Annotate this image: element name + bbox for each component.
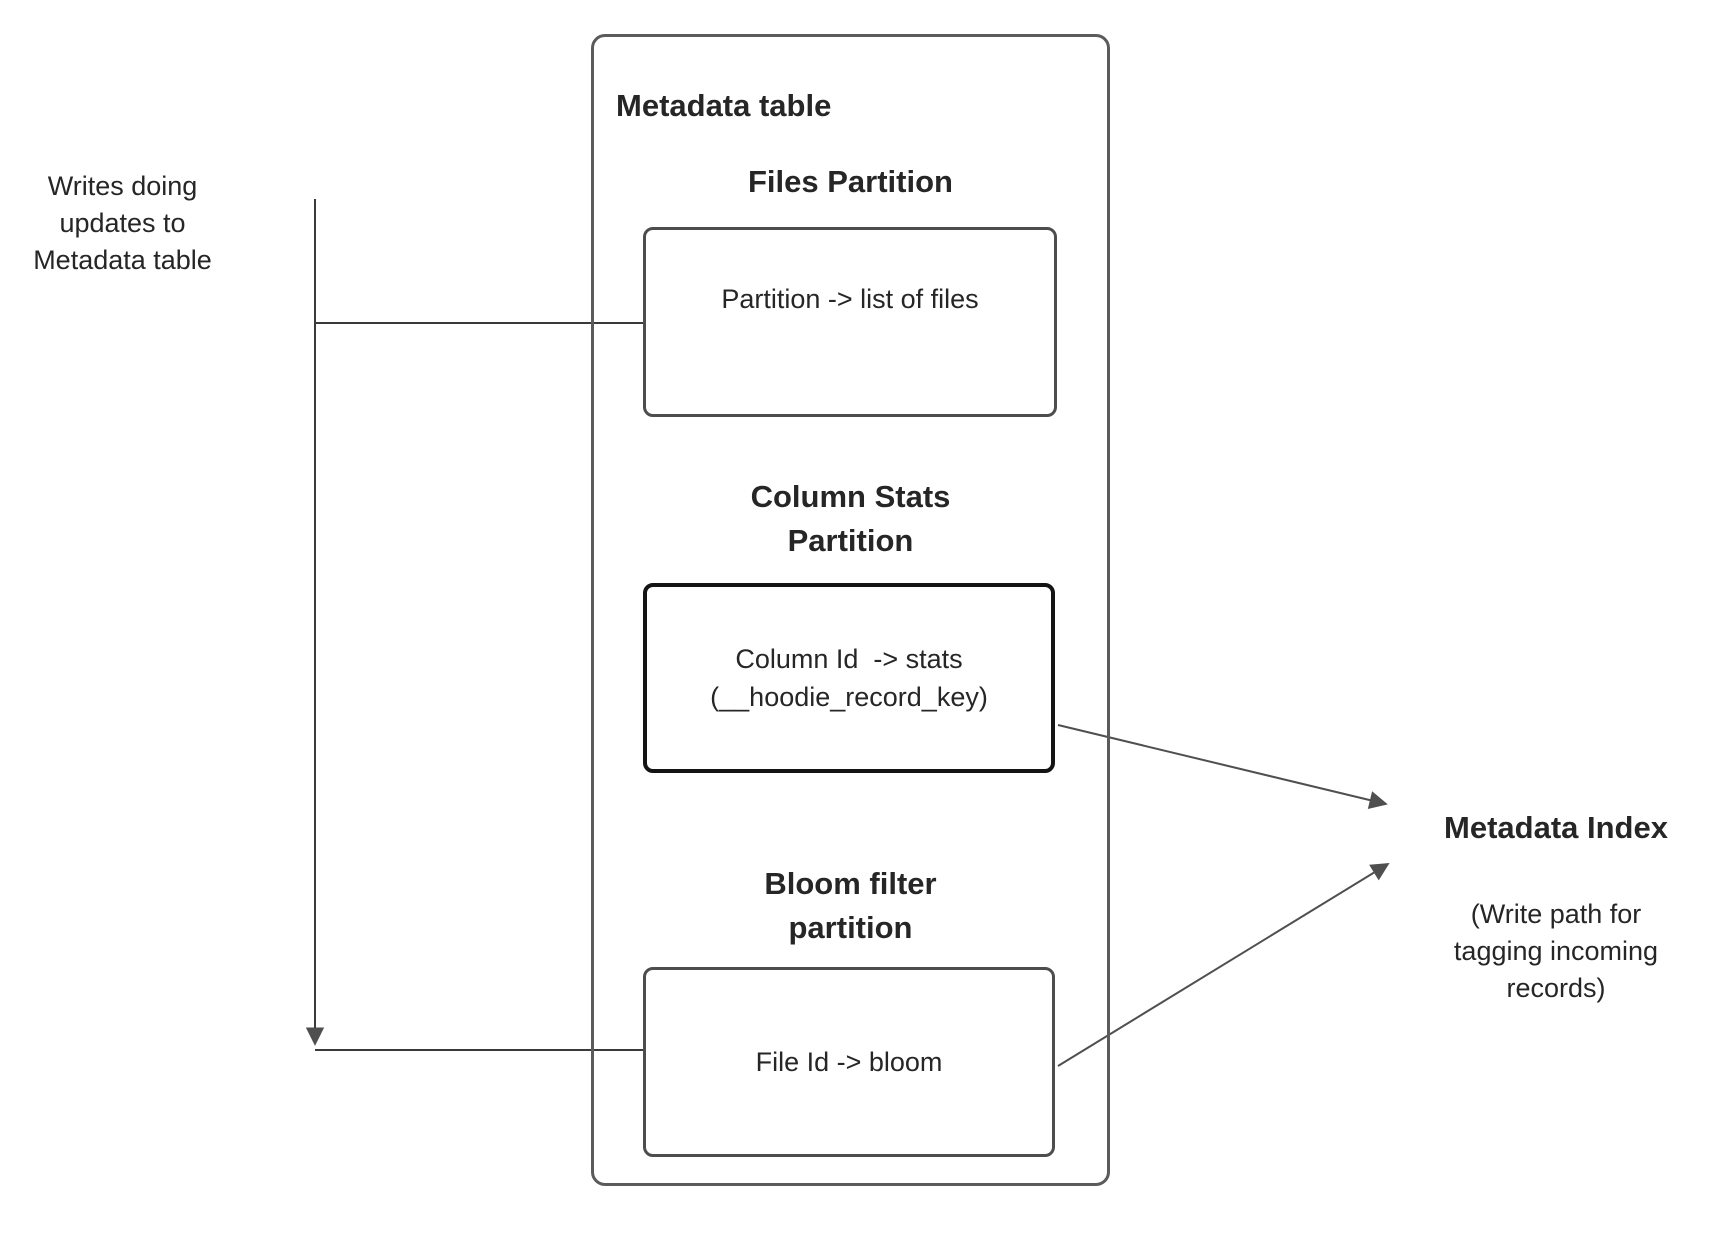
metadata-table-title: Metadata table <box>616 88 832 123</box>
metadata-index-note-line: tagging incoming <box>1453 936 1659 966</box>
column-stats-box-sublabel: (__hoodie_record_key) <box>710 682 988 712</box>
metadata-index-note-line: (Write path for <box>1470 899 1642 929</box>
metadata-table-container <box>591 34 1110 1186</box>
bloom-filter-heading-line: partition <box>788 910 913 945</box>
metadata-index-title: Metadata Index <box>1444 810 1668 845</box>
writes-note: Writes doing updates to Metadata table <box>0 168 245 279</box>
metadata-index-note: (Write path for tagging incoming records… <box>1406 896 1706 1007</box>
column-stats-box-label: Column Id -> stats <box>735 644 963 674</box>
column-stats-heading: Column Stats Partition <box>591 475 1110 563</box>
metadata-index-note-line: records) <box>1506 973 1606 1003</box>
files-partition-box: Partition -> list of files <box>643 227 1057 417</box>
writes-note-line: updates to <box>59 208 186 238</box>
column-stats-heading-line: Column Stats <box>750 479 951 514</box>
files-partition-box-label: Partition -> list of files <box>721 284 979 314</box>
bloom-filter-heading-line: Bloom filter <box>764 866 937 901</box>
bloom-filter-box-label: File Id -> bloom <box>755 1047 943 1077</box>
writes-note-line: Metadata table <box>33 245 212 275</box>
bloom-filter-box: File Id -> bloom <box>643 967 1055 1157</box>
writes-note-line: Writes doing <box>47 171 198 201</box>
column-stats-heading-line: Partition <box>787 523 914 558</box>
bloom-filter-heading: Bloom filter partition <box>591 862 1110 950</box>
files-partition-heading: Files Partition <box>748 164 953 199</box>
column-stats-box: Column Id -> stats (__hoodie_record_key) <box>643 583 1055 773</box>
